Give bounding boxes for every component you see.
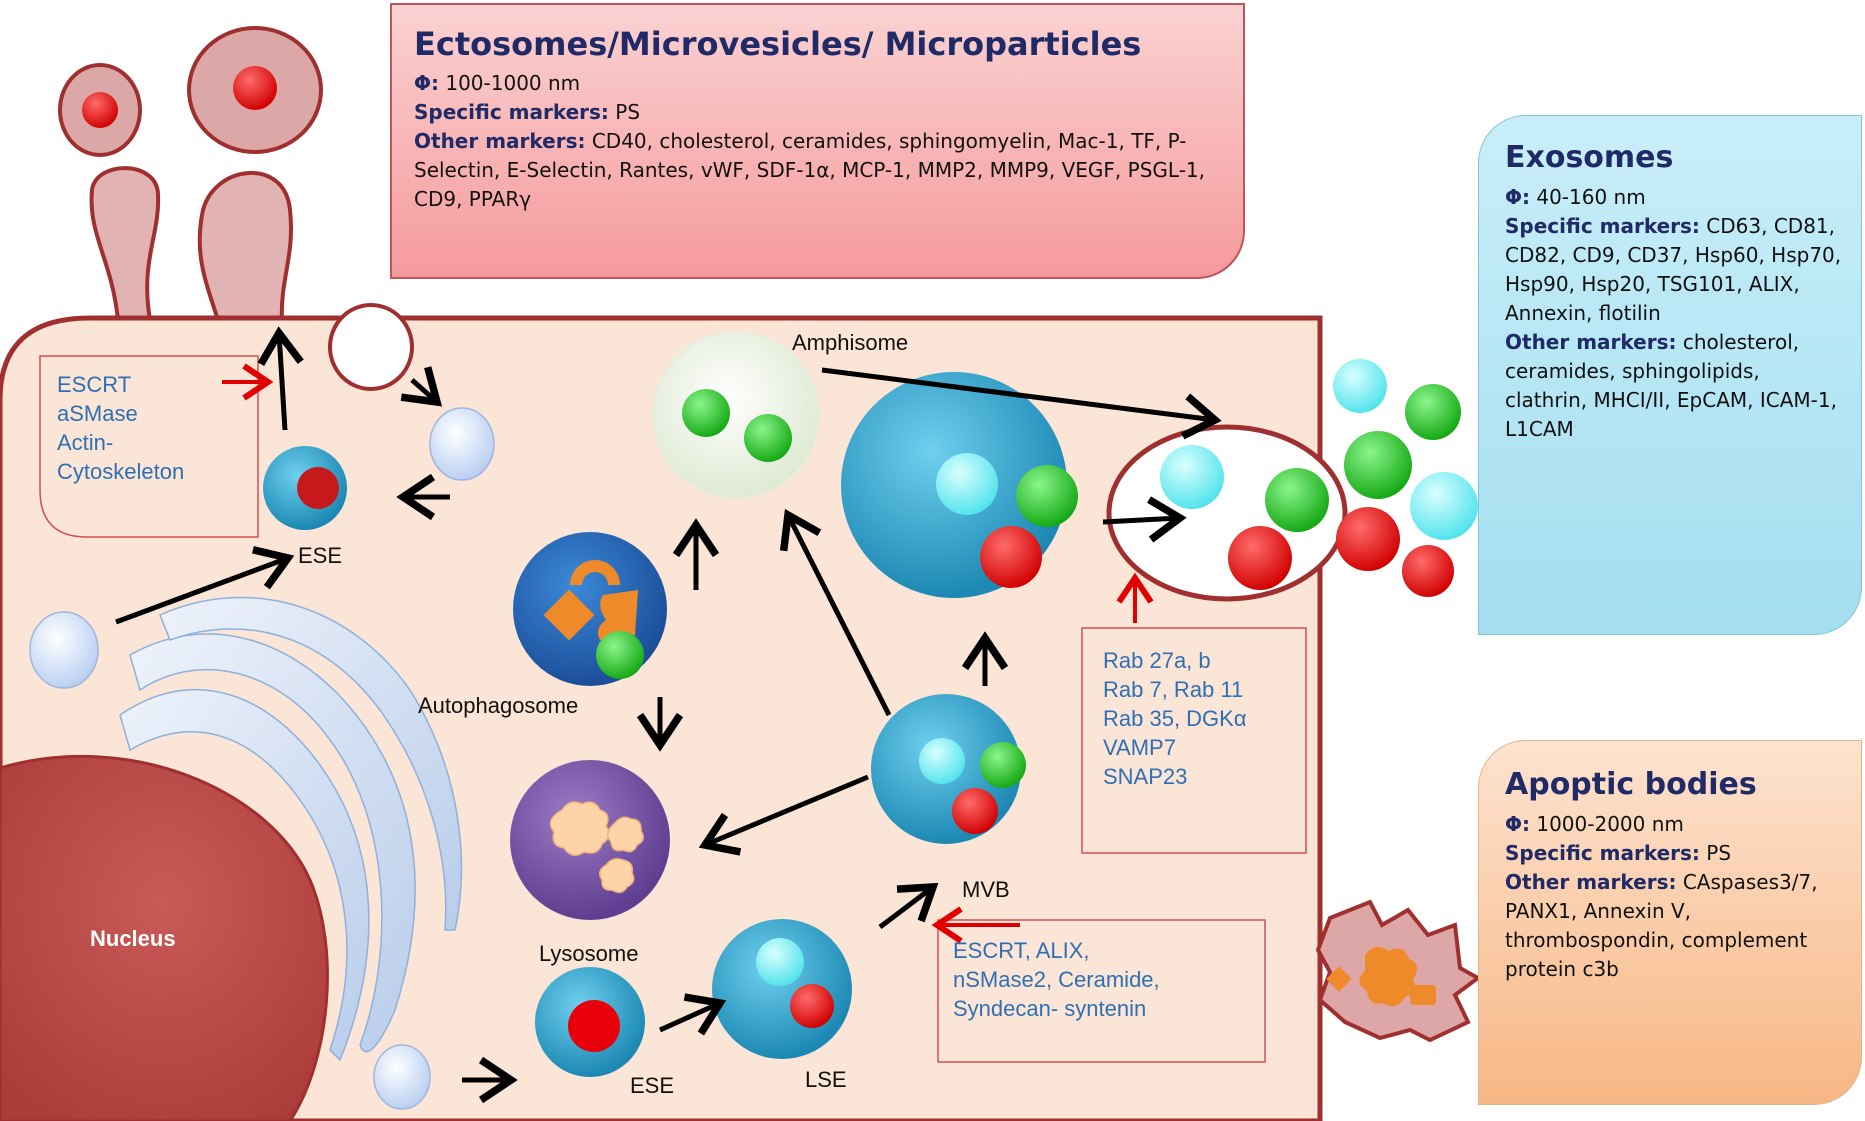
arrow-mvb-to-amphisome [779,508,892,717]
amphisome-cargo-2 [744,414,792,462]
apoptic-bodies-info-box: Apoptic bodies Φ: 1000-2000 nm Specific … [1478,740,1862,1105]
factor-rab-5: SNAP23 [1103,764,1187,789]
factor-rab-3: Rab 35, DGKα [1103,706,1247,731]
endocytic-vesicle-left [29,611,99,689]
arrow-mvb-mature-to-release [1102,496,1187,543]
factor-escrt-2: nSMase2, Ceramide, [953,967,1160,992]
bud-stalk-left [89,166,161,322]
mvb-green [980,742,1026,788]
factors-escrt: ESCRT, ALIX, nSMase2, Ceramide, Syndecan… [953,938,1160,1021]
arrow-pit-to-vesicle [400,366,443,407]
apoptic-other-markers: Other markers: CAspases3/7, PANX1, Annex… [1505,870,1818,981]
label-ese-top: ESE [298,543,342,568]
lysosome-debris [549,801,644,894]
mvb-mature-red [980,526,1042,588]
exosomes-other-markers: Other markers: cholesterol, ceramides, s… [1505,330,1837,441]
lse-cyan [756,938,804,986]
ectosomes-specific-markers: Specific markers: PS [414,100,641,124]
exosome-green-2 [1344,431,1412,499]
endocytic-vesicle-bottom [373,1044,431,1110]
factor-box-rab [1081,627,1307,854]
ectosomes-info-box: Ectosomes/Microvesicles/ Microparticles … [390,3,1245,279]
arrow-lse-to-mvb [878,882,939,929]
factor-escrt-1: ESCRT, ALIX, [953,938,1090,963]
factor-ecto-4: Cytoskeleton [57,459,184,484]
exosomes-size: Φ: 40-160 nm [1505,185,1646,209]
budding-pit [328,303,414,391]
factor-escrt-3: Syndecan- syntenin [953,996,1146,1021]
arrow-ese-to-lse [658,993,727,1036]
arrow-ese-to-bud [257,326,304,431]
label-amphisome: Amphisome [792,330,908,355]
amphisome [652,331,820,499]
factor-ecto-2: aSMase [57,401,138,426]
apoptic-specific-markers: Specific markers: PS [1505,841,1732,865]
exosome-cyan-1 [1333,359,1387,413]
ectosomes-other-markers: Other markers: CD40, cholesterol, cerami… [414,129,1205,211]
label-lse: LSE [805,1067,847,1092]
label-ese-bottom: ESE [630,1073,674,1098]
release-cyan [1160,445,1224,509]
apoptic-size: Φ: 1000-2000 nm [1505,812,1684,836]
label-nucleus: Nucleus [90,926,176,951]
factor-ecto-3: Actin- [57,430,113,455]
pathway-arrows [115,326,1222,1104]
factor-rab-2: Rab 7, Rab 11 [1103,677,1243,702]
exosome-green-1 [1405,384,1461,440]
apoptic-title: Apoptic bodies [1505,767,1757,802]
exosomes-specific-markers: Specific markers: CD63, CD81, CD82, CD9,… [1505,214,1842,325]
factor-rab-4: VAMP7 [1103,735,1176,760]
mvb-mature-green [1016,465,1078,527]
arrow-mvb-to-lysosome [698,774,869,856]
amphisome-cargo-1 [682,389,730,437]
microvesicle-right-cargo [233,66,277,110]
factor-box-ecto [39,355,259,538]
label-mvb: MVB [962,877,1010,902]
factors-ecto: ESCRT aSMase Actin- Cytoskeleton [57,372,184,484]
label-lysosome: Lysosome [539,941,638,966]
exosomes-info-box: Exosomes Φ: 40-160 nm Specific markers: … [1478,115,1862,635]
autophagosome-green-cargo [596,631,644,679]
regulation-arrows [222,363,1154,944]
lse-red [790,984,834,1028]
mvb-red [952,788,998,834]
mvb-mature-cyan [936,453,998,515]
exosomes-title: Exosomes [1505,140,1674,175]
exosome-cyan-2 [1410,472,1478,540]
nucleus [0,754,329,1121]
ectosomes-size: Φ: 100-1000 nm [414,71,581,95]
autophagosome-cargo [543,560,638,641]
endocytic-vesicle-top [429,407,495,481]
bud-stalk-right [197,171,293,322]
mvb-cyan [919,738,965,784]
release-red [1228,526,1292,590]
ese-bottom-cargo [568,1000,620,1052]
ectosomes-title: Ectosomes/Microvesicles/ Microparticles [414,25,1142,63]
factors-rab: Rab 27a, b Rab 7, Rab 11 Rab 35, DGKα VA… [1103,648,1247,789]
factor-box-escrt [937,919,1266,1063]
arrow-amphisome-to-release [821,367,1222,440]
factor-ecto-1: ESCRT [57,372,131,397]
arrow-vesicle-to-ese-top [115,546,295,625]
budding-microvesicles [58,26,323,322]
autophagosome [513,532,667,686]
exosome-red-2 [1402,545,1454,597]
label-autophagosome: Autophagosome [418,693,578,718]
ese-top-cargo [297,467,339,509]
factor-rab-1: Rab 27a, b [1103,648,1211,673]
endoplasmic-reticulum [119,596,463,1062]
release-green [1265,468,1329,532]
microvesicle-left-cargo [82,92,118,128]
exosome-red-1 [1336,507,1400,571]
